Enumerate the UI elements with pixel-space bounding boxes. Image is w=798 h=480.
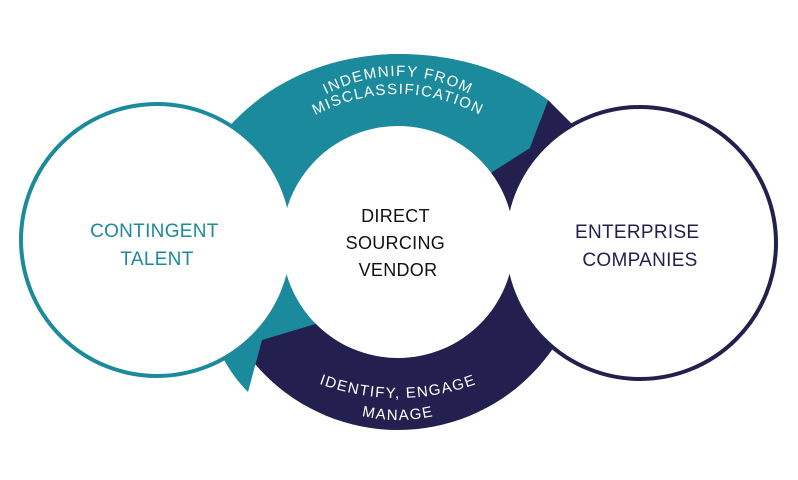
svg-text:ENTERPRISE COMPANIES: ENTERPRISE COMPANIES (575, 222, 705, 271)
center-node-line-3: VENDOR (359, 260, 438, 280)
bottom-arc-line-2: MANAGE (361, 403, 434, 424)
svg-text:MANAGE: MANAGE (361, 403, 435, 424)
center-node-line-2: SOURCING (346, 233, 445, 253)
center-node-circle (282, 126, 514, 358)
right-node: ENTERPRISE COMPANIES (502, 105, 778, 381)
right-node-line-1: ENTERPRISE (575, 222, 699, 243)
left-node: CONTINGENT TALENT (19, 102, 295, 378)
svg-text:DIRECT SOURCING: DIRECT SOURCING VENDOR (346, 206, 451, 280)
right-node-circle (502, 105, 778, 381)
left-node-line-2: TALENT (120, 249, 193, 270)
center-node-line-1: DIRECT (361, 206, 430, 226)
svg-text:CONTINGENT TALENT: CONTINGENT TALENT (90, 221, 224, 270)
right-node-line-2: COMPANIES (582, 250, 697, 271)
center-node: DIRECT SOURCING VENDOR (282, 126, 514, 358)
left-node-line-1: CONTINGENT (90, 221, 219, 242)
